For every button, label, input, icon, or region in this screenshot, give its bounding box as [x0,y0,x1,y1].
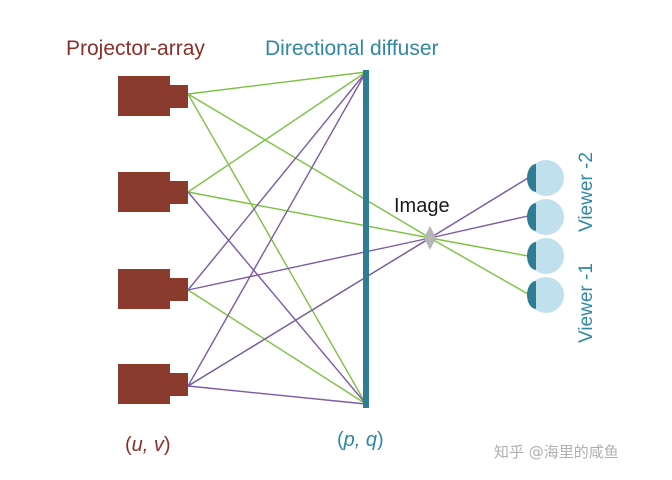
projector-icon [118,269,188,309]
green-ray [187,191,431,239]
eye-icon [527,277,564,313]
viewer-1-label: Viewer -1 [576,263,597,343]
pq-coordinate-label: (p, q) [337,429,384,451]
green-ray [429,237,529,257]
green-ray [187,93,431,239]
eye-icon [527,199,564,235]
purple-ray [187,71,367,387]
image-label: Image [394,195,450,217]
viewer-2-label: Viewer -2 [576,152,597,232]
diffuser-screen [363,70,369,408]
purple-ray [187,71,367,291]
purple-ray [429,215,529,239]
uv-coordinate-label: (u, v) [125,434,171,456]
green-ray [187,71,367,193]
green-ray [187,71,367,95]
projector-icon [118,172,188,212]
purple-ray [187,237,431,291]
watermark-text: 知乎 @海里的咸鱼 [494,443,619,461]
purple-ray [187,385,367,405]
eye-icon [527,238,564,274]
projector-icon [118,76,188,116]
projector-icon [118,364,188,404]
purple-ray [187,237,431,387]
green-ray [187,93,367,405]
directional-diffuser-label: Directional diffuser [265,37,439,60]
purple-ray [429,177,529,239]
green-ray [187,289,367,405]
purple-rays [187,71,529,405]
projector-array-label: Projector-array [66,37,205,60]
eye-icon [527,160,564,196]
green-ray [429,237,529,295]
image-point [424,226,436,250]
purple-ray [187,191,367,405]
